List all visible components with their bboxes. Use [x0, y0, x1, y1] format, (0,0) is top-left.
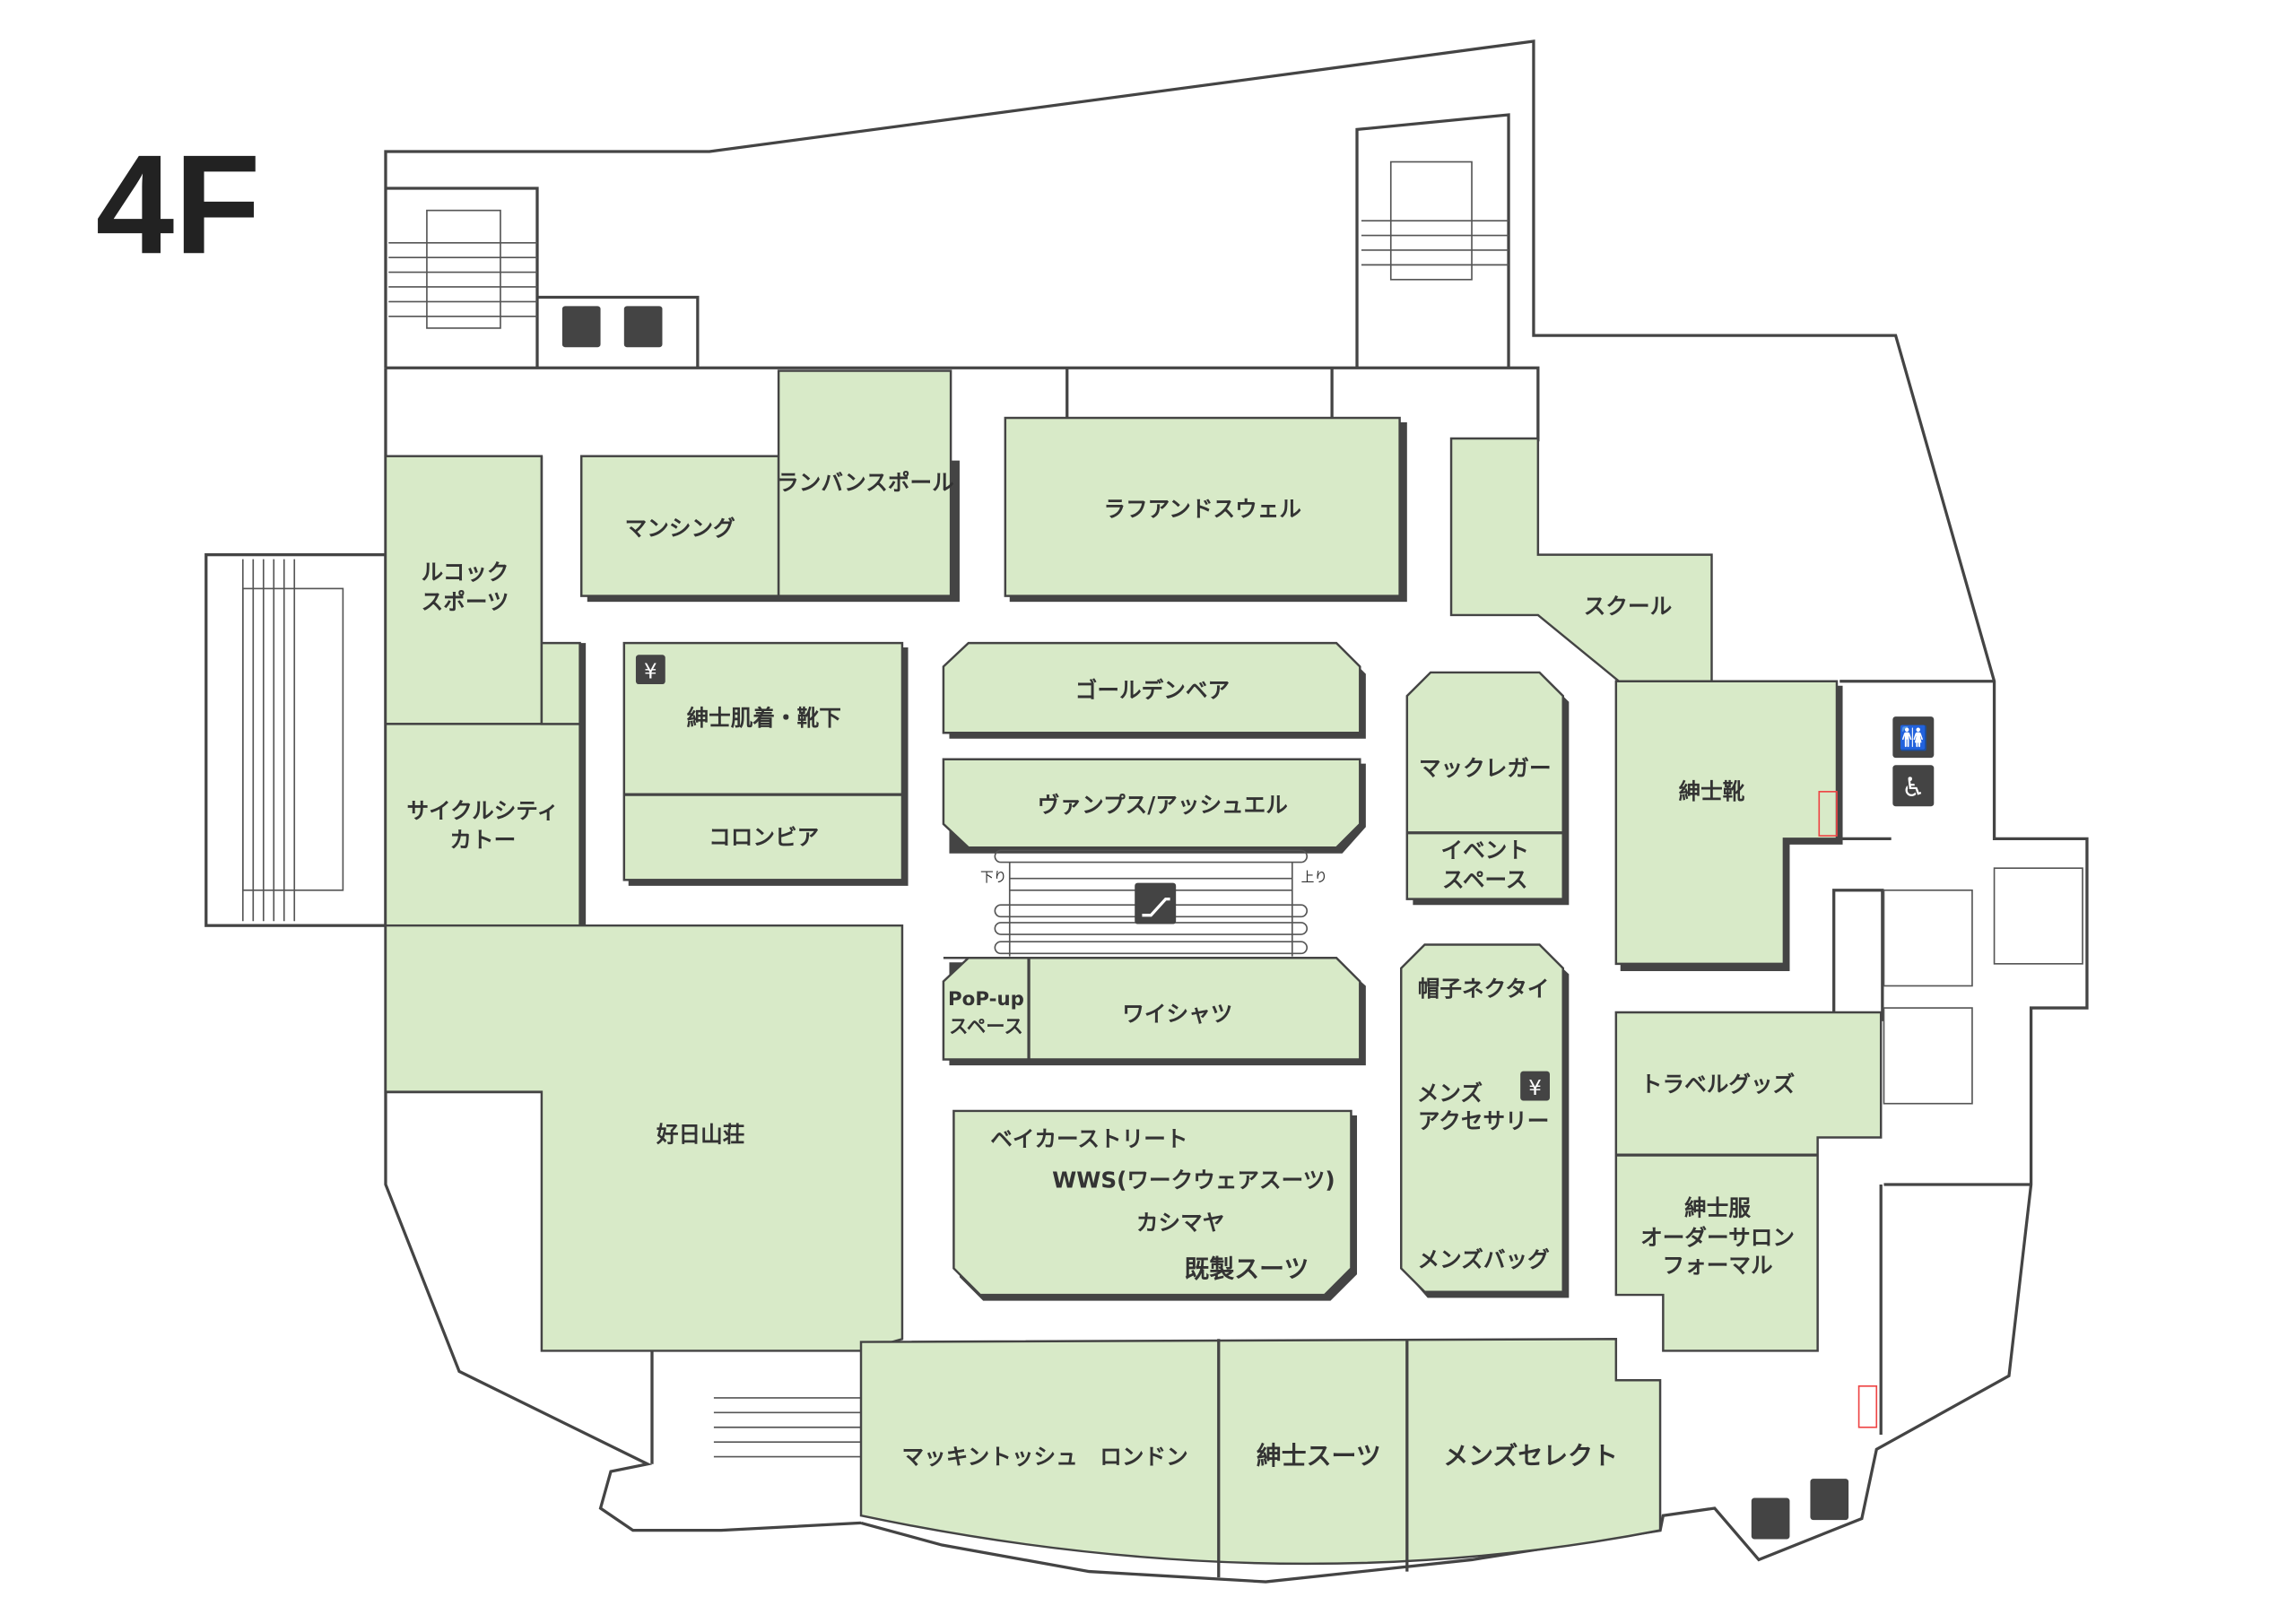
aed-marker	[1818, 791, 1838, 837]
shop-accessory-line2[interactable]: アクセサリー	[1418, 1108, 1549, 1134]
shop-lanvin-sport[interactable]: ランバンスポール	[777, 469, 954, 495]
shop-mens-shoes[interactable]: 紳士靴	[1679, 778, 1745, 804]
shop-kashimaya[interactable]: カシマヤ	[1136, 1210, 1224, 1236]
shop-cycle-city[interactable]: サイクルシティ	[406, 797, 559, 823]
escalator-up-label: 上り	[1301, 870, 1328, 885]
floor-label: 4F	[96, 126, 261, 283]
yen-symbol: ¥	[1528, 1077, 1542, 1100]
atm-yen-icon	[635, 655, 665, 685]
elevator-icon	[623, 306, 663, 348]
accessible-icon	[1892, 765, 1935, 807]
event-space-line2[interactable]: スペース	[1442, 867, 1527, 893]
escalator-down-label: 下り	[980, 870, 1006, 885]
shop-wws[interactable]: WWS(ワークウェアスーツ)	[1052, 1167, 1335, 1193]
elevator-icon	[561, 306, 601, 348]
escalator-icon	[1135, 882, 1177, 924]
shop-laugh-and-swell[interactable]: ラフアンドスウェル	[1103, 496, 1301, 522]
shop-mcgregor[interactable]: マックレガー	[1419, 755, 1552, 781]
building-outline	[204, 39, 2089, 1584]
shop-mens-bags[interactable]: メンズバッグ	[1418, 1246, 1551, 1272]
shop-hats-ties[interactable]: 帽子ネクタイ	[1418, 976, 1550, 1002]
shop-school[interactable]: スクール	[1584, 593, 1672, 619]
stairs	[241, 161, 2083, 1458]
shop-columbia[interactable]: コロンビア	[709, 824, 819, 850]
shop-mackintosh[interactable]: マッキントッシュ ロンドン	[902, 1444, 1188, 1470]
shop-vanps[interactable]: ヴァンプス/アッシュエル	[1038, 792, 1288, 818]
shop-shirts[interactable]: ワイシャツ	[1122, 1001, 1232, 1027]
shop-golden-bear[interactable]: ゴールデンベア	[1075, 677, 1230, 703]
popup-space[interactable]: PoP-up	[948, 988, 1024, 1011]
shop-lecoq[interactable]: ルコック	[422, 560, 509, 586]
svg-text:🚻: 🚻	[1899, 725, 1928, 752]
shop-accessory[interactable]: メンズ	[1417, 1080, 1483, 1106]
yen-symbol: ¥	[644, 660, 657, 683]
elevator-icon	[1810, 1479, 1849, 1521]
elevator-icon	[1751, 1497, 1790, 1540]
atm-yen-icon	[1520, 1071, 1550, 1101]
shop-mens-suits[interactable]: 紳士スーツ	[1257, 1441, 1381, 1471]
shop-lecoq-line2[interactable]: スポーツ	[422, 588, 509, 614]
escalator: 下り 上り	[980, 849, 1328, 957]
shop-baker-street[interactable]: ベイカーストリート	[990, 1125, 1187, 1151]
shop-labels: マンシング ランバンスポール ラフアンドスウェル スクール ルコック スポーツ …	[406, 469, 1795, 1470]
facility-icons: 🚻 ♿ ¥ ¥	[561, 306, 1935, 1540]
shop-ready-suits[interactable]: 既製スーツ	[1185, 1254, 1309, 1283]
event-space[interactable]: イベント	[1441, 838, 1529, 864]
shop-munsingwear[interactable]: マンシング	[625, 515, 735, 541]
popup-space-line2[interactable]: スペース	[949, 1016, 1023, 1038]
shop-suits-order-line2[interactable]: オーダーサロン	[1640, 1224, 1795, 1250]
shop-suits-order[interactable]: 紳士服	[1684, 1194, 1751, 1220]
svg-text:♿: ♿	[1901, 772, 1925, 803]
shop-travel[interactable]: トラベルグッズ	[1640, 1072, 1796, 1098]
restroom-icon	[1892, 716, 1935, 759]
shop-areas	[384, 369, 1883, 1578]
shop-underwear[interactable]: 紳士肌着・靴下	[687, 705, 841, 731]
shop-suits-order-line3[interactable]: フォーマル	[1663, 1252, 1773, 1278]
shop-mens-select[interactable]: メンズセレクト	[1443, 1441, 1618, 1471]
shop-cycle-city-line2[interactable]: カトー	[449, 827, 516, 853]
aed-marker	[1857, 1384, 1878, 1428]
shop-kojitsu-sanso[interactable]: 好日山荘	[656, 1121, 744, 1147]
